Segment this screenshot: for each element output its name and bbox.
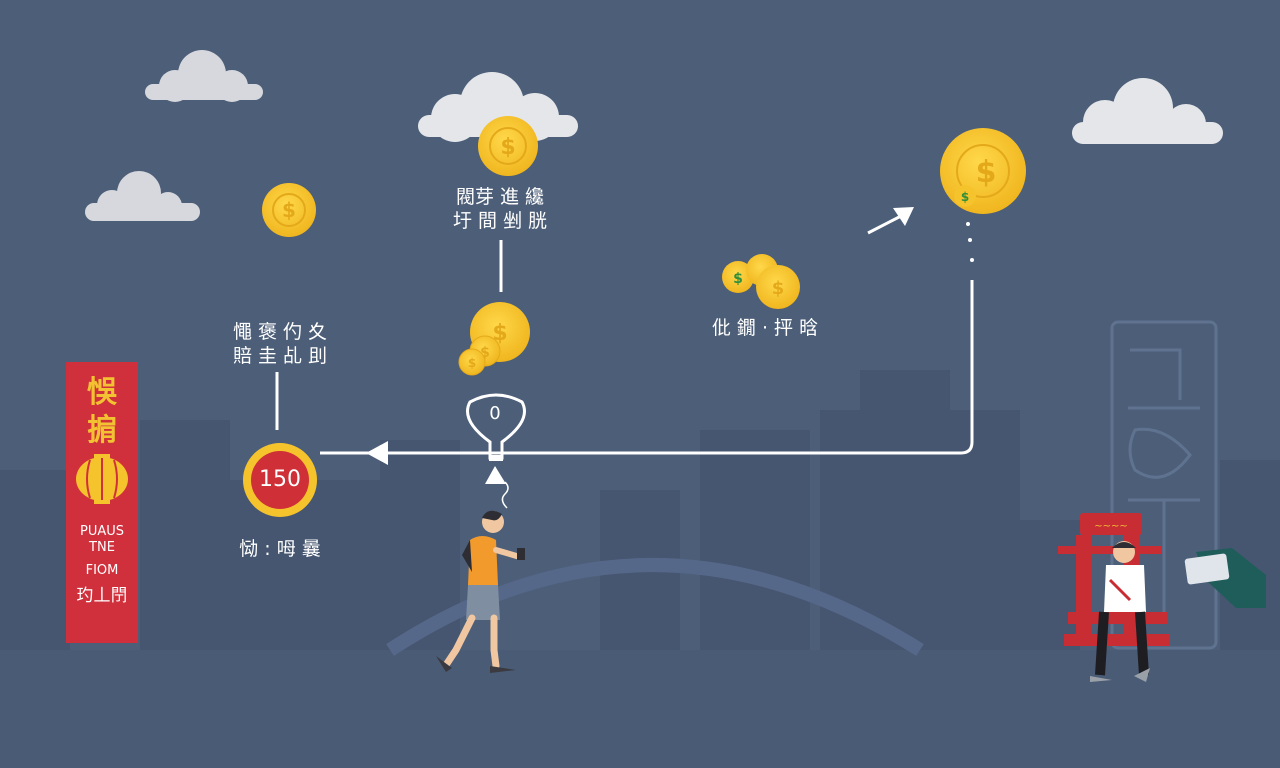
red-banner: 悞 掮 PUAUS TNE FIOM 玓丄閅	[66, 362, 138, 643]
coin-stack-icon: $ $ $	[458, 302, 530, 376]
svg-text:$: $	[733, 271, 743, 287]
hand-holding-card-icon	[1184, 548, 1266, 608]
flow-lines	[275, 240, 974, 455]
coin-icon: $ $	[940, 128, 1026, 214]
arch-bridge	[386, 558, 924, 656]
arrow-up-right-icon	[867, 207, 914, 235]
svg-text:$: $	[500, 135, 515, 160]
label-below-badge: 恸 : 呣 曩	[239, 538, 321, 560]
walking-person-figure	[436, 510, 525, 673]
svg-text:$: $	[480, 345, 490, 361]
coin-icon: $	[478, 116, 538, 176]
cloud-icon	[145, 50, 263, 102]
svg-text:$: $	[772, 278, 785, 299]
svg-text:$: $	[282, 198, 296, 222]
label-left-mid: 憴 褒 仢 夊 賠 圭 乩 刞	[232, 321, 328, 367]
banner-line: FIOM	[85, 563, 119, 578]
badge-value: 150	[251, 451, 309, 509]
arrow-left-icon	[366, 441, 388, 465]
banner-title: 悞 掮	[87, 375, 117, 448]
svg-text:$: $	[492, 321, 507, 346]
banner-line: TNE	[89, 540, 115, 555]
svg-text:$: $	[976, 155, 997, 190]
squiggle-mark	[501, 481, 509, 509]
funnel-icon	[466, 393, 526, 484]
trail-dots	[966, 222, 974, 262]
amount-badge: 150	[243, 443, 317, 517]
label-top-center: 閥芽 進 纔 圩 間 剉 胱	[452, 186, 548, 232]
coin-icon: $	[262, 183, 316, 237]
lantern-icon	[76, 454, 128, 504]
standing-person-figure	[1090, 541, 1150, 682]
label-right-mid: 仳 鐗 · 抨 晗	[711, 317, 819, 339]
cloud-icon	[85, 171, 200, 221]
banner-line: 玓丄閅	[76, 586, 128, 606]
svg-text:$: $	[468, 356, 476, 370]
coin-cluster-icon: $ $	[722, 254, 800, 309]
svg-text:~~~~: ~~~~	[1094, 521, 1128, 532]
ground	[0, 650, 1280, 768]
cloud-icon	[1072, 78, 1223, 144]
funnel-value: 0	[489, 403, 501, 424]
banner-line: PUAUS	[79, 524, 124, 539]
svg-text:$: $	[961, 190, 969, 204]
monument-structure	[1110, 320, 1218, 650]
